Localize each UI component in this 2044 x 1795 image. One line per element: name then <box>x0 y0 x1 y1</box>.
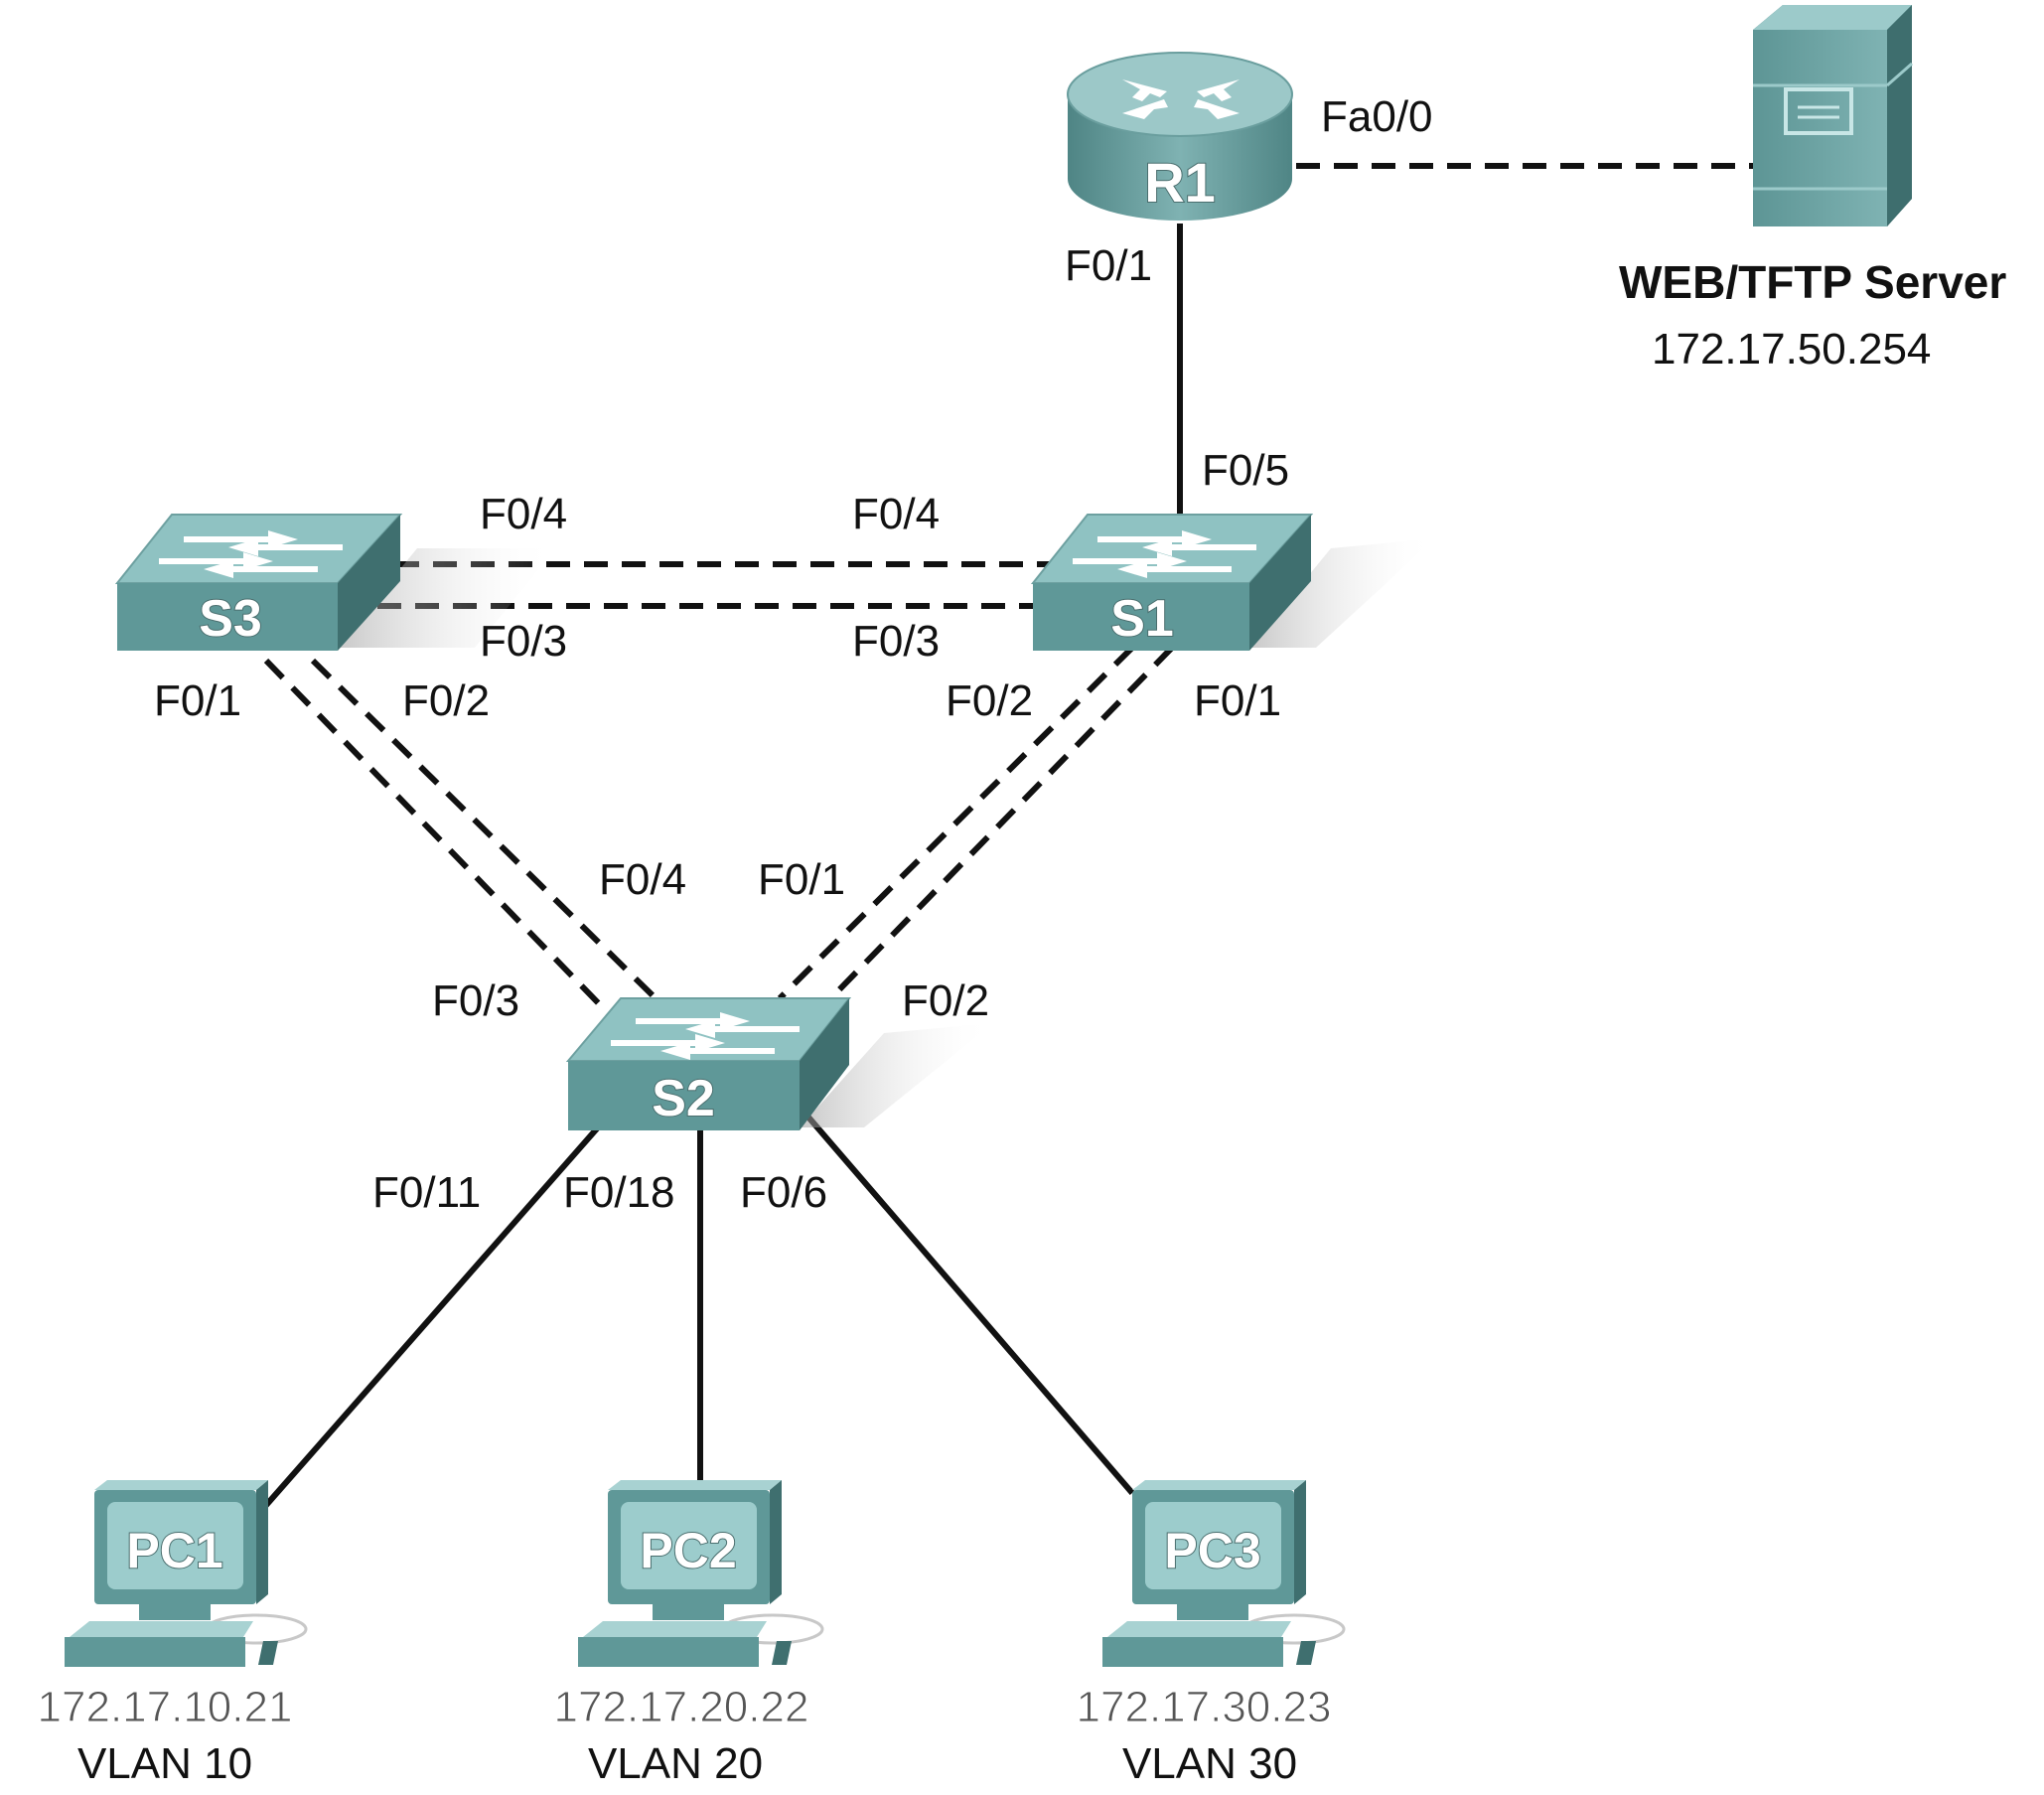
pc2-label: PC2 <box>640 1523 736 1578</box>
port-label-r1-f01: F0/1 <box>1065 241 1152 290</box>
server-ip: 172.17.50.254 <box>1652 325 1931 374</box>
port-label-s1-f04: F0/4 <box>852 490 940 538</box>
switch-s2-label: S2 <box>652 1070 715 1127</box>
link-s3-s2-f02 <box>310 658 658 1001</box>
pc3-vlan: VLAN 30 <box>1122 1739 1297 1788</box>
switch-arrows-icon <box>1073 530 1256 578</box>
port-label-s2-f06: F0/6 <box>740 1168 827 1217</box>
pc3-ip: 172.17.30.23 <box>1077 1683 1332 1731</box>
server-name: WEB/TFTP Server <box>1619 256 2006 308</box>
link-s2-pc3 <box>802 1111 1135 1495</box>
port-label-s2-f018: F0/18 <box>563 1168 675 1217</box>
link-s1-s2-f01 <box>813 645 1175 1016</box>
switch-arrows-icon <box>159 530 343 578</box>
switch-s2[interactable]: S2 <box>565 997 993 1130</box>
device-captions: WEB/TFTP Server 172.17.50.254 172.17.10.… <box>37 256 2006 1788</box>
web-tftp-server[interactable] <box>1753 5 1913 226</box>
pc1-ip: 172.17.10.21 <box>38 1683 293 1731</box>
router-arrows-icon <box>1122 79 1240 119</box>
pc3[interactable]: PC3 <box>1102 1480 1346 1667</box>
pc2-ip: 172.17.20.22 <box>554 1683 809 1731</box>
port-label-s2-f011: F0/11 <box>372 1168 481 1217</box>
pc1[interactable]: PC1 <box>65 1480 308 1667</box>
links <box>250 163 1753 1522</box>
port-label-s3-f01: F0/1 <box>154 676 241 725</box>
link-s2-pc1 <box>250 1125 601 1522</box>
port-label-s1-f02: F0/2 <box>946 676 1033 725</box>
pc1-label: PC1 <box>126 1523 222 1578</box>
switch-s1[interactable]: S1 <box>1030 514 1435 651</box>
port-label-s3-f04: F0/4 <box>480 490 567 538</box>
link-s3-s2-f01 <box>263 658 621 1026</box>
pc2-vlan: VLAN 20 <box>588 1739 763 1788</box>
switch-s1-label: S1 <box>1110 590 1174 648</box>
router-r1[interactable]: R1 <box>1067 52 1293 221</box>
port-label-s3-f03: F0/3 <box>480 617 567 666</box>
server-drive-icon <box>1784 87 1853 135</box>
port-label-s1-f05: F0/5 <box>1202 446 1289 495</box>
port-label-s2-f01: F0/1 <box>758 855 845 904</box>
port-label-s2-f04: F0/4 <box>599 855 686 904</box>
switch-s3[interactable]: S3 <box>114 514 556 651</box>
router-r1-label: R1 <box>1144 151 1216 214</box>
switch-arrows-icon <box>611 1012 800 1060</box>
port-label-s1-f01: F0/1 <box>1194 676 1281 725</box>
pc1-vlan: VLAN 10 <box>77 1739 252 1788</box>
port-label-s1-f03: F0/3 <box>852 617 940 666</box>
port-label-s2-f03: F0/3 <box>432 976 519 1025</box>
link-s1-s2-f02 <box>777 645 1135 1001</box>
port-label-r1-fa00: Fa0/0 <box>1321 92 1433 141</box>
pc2[interactable]: PC2 <box>578 1480 824 1667</box>
port-label-s3-f02: F0/2 <box>402 676 490 725</box>
pc3-label: PC3 <box>1164 1523 1260 1578</box>
port-labels: Fa0/0 F0/1 F0/5 F0/4 F0/3 F0/2 F0/1 F0/4… <box>154 92 1433 1217</box>
switch-s3-label: S3 <box>199 590 262 648</box>
port-label-s2-f02: F0/2 <box>902 976 989 1025</box>
